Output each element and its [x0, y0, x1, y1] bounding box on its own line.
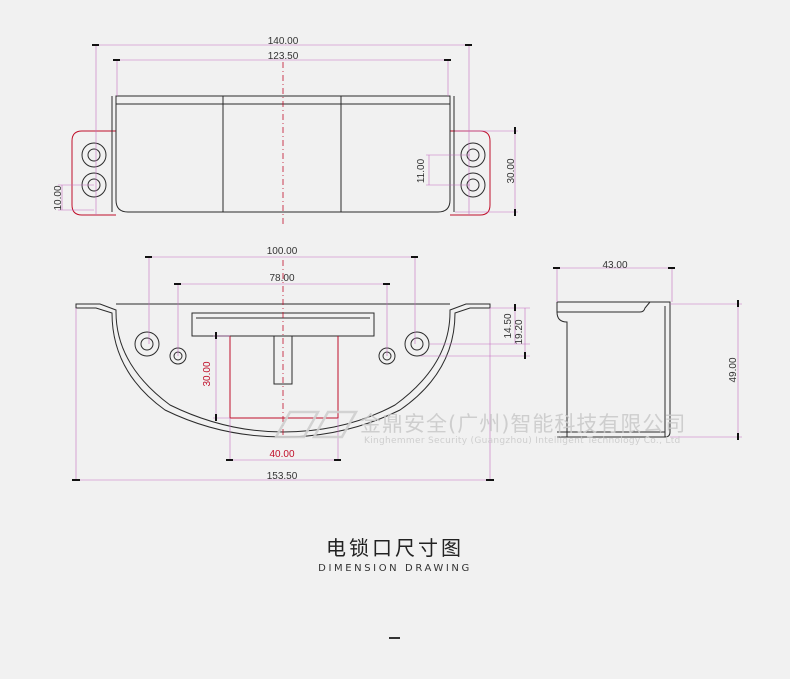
dim-123-5: 123.50 — [268, 51, 299, 62]
top-view — [71, 62, 491, 225]
watermark-logo-icon — [273, 410, 359, 439]
red-slot — [229, 336, 339, 419]
caption-divider — [389, 637, 400, 639]
drawing-subtitle: DIMENSION DRAWING — [318, 563, 472, 574]
watermark-cn: 金鼎安全(广州)智能科技有限公司 — [360, 412, 687, 436]
dim-78: 78.00 — [269, 273, 294, 284]
dim-11: 11.00 — [416, 158, 427, 183]
right-flange — [450, 130, 491, 216]
dim-140: 140.00 — [268, 36, 299, 47]
dim-40-red: 40.00 — [269, 449, 294, 460]
dim-43: 43.00 — [602, 260, 627, 271]
side-dim-lines — [556, 267, 742, 438]
dim-30-red: 30.00 — [202, 361, 213, 386]
dim-100: 100.00 — [267, 246, 298, 257]
dimension-drawing: 140.00 123.50 11.00 30.00 10.00 — [53, 36, 742, 482]
watermark-en: Kinghemmer Security (Guangzhou) Intellig… — [364, 436, 681, 446]
dim-19-2: 19.20 — [514, 319, 525, 344]
top-dim-lines — [58, 44, 518, 215]
front-holes — [134, 331, 430, 365]
front-dim-lines — [75, 256, 530, 481]
dim-10: 10.00 — [53, 185, 64, 210]
left-flange — [71, 130, 116, 216]
dim-14-5: 14.50 — [503, 313, 514, 338]
side-view — [556, 301, 671, 438]
drawing-title: 电锁口尺寸图 — [326, 536, 464, 560]
dim-49: 49.00 — [728, 357, 739, 382]
dim-153-5: 153.50 — [267, 471, 298, 482]
front-plate — [75, 303, 491, 438]
top-body — [115, 95, 451, 213]
front-view — [75, 260, 491, 438]
dim-30-top: 30.00 — [506, 158, 517, 183]
